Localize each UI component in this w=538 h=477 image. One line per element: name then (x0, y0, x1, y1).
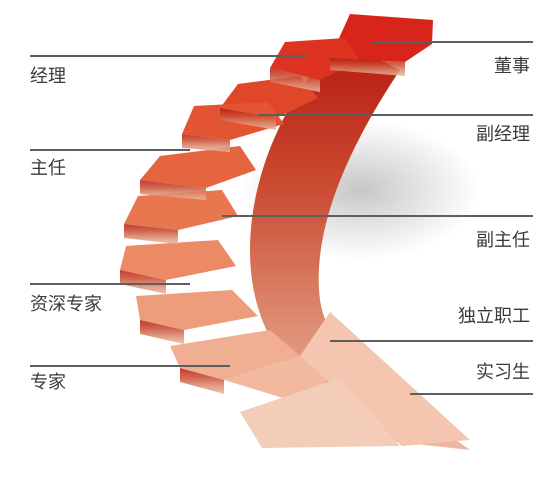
riser (270, 68, 320, 92)
staircase-risers (120, 58, 405, 394)
step (240, 378, 400, 448)
riser (182, 134, 230, 152)
label-supervisor: 主任 (30, 158, 66, 179)
label-manager: 经理 (30, 66, 66, 87)
label-director: 董事 (494, 56, 530, 77)
label-independent-staff: 独立职工 (458, 306, 530, 327)
riser (120, 270, 166, 294)
label-deputy-supervisor: 副主任 (476, 230, 530, 251)
staircase-steps (120, 14, 470, 448)
step (120, 240, 236, 280)
step (140, 146, 256, 188)
riser (330, 58, 405, 76)
step (170, 330, 300, 380)
step-top (330, 14, 433, 62)
riser (180, 368, 224, 394)
step (300, 312, 470, 446)
staircase-body (250, 40, 470, 450)
label-specialist: 专家 (30, 372, 66, 393)
label-intern: 实习生 (476, 362, 530, 383)
label-senior-specialist: 资深专家 (30, 294, 102, 315)
label-deputy-manager: 副经理 (476, 124, 530, 145)
riser (140, 180, 206, 200)
step (136, 290, 258, 330)
riser (220, 108, 276, 130)
riser (124, 224, 178, 244)
leader-lines (30, 41, 533, 395)
riser (140, 320, 184, 344)
step (124, 190, 238, 230)
